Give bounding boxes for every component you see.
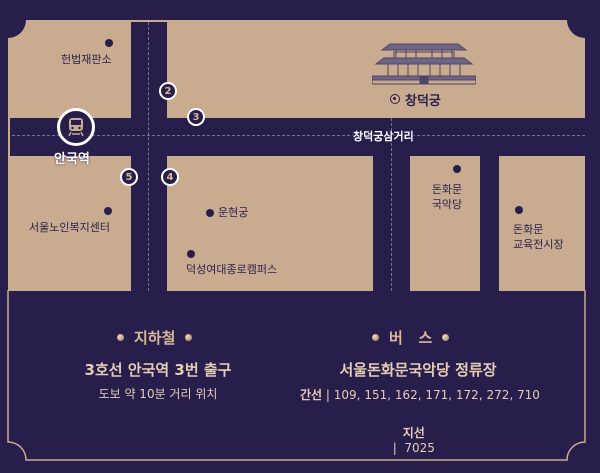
- palace-label: 창덕궁: [405, 94, 441, 109]
- train-icon: [68, 118, 84, 137]
- exit-2-badge[interactable]: 2: [159, 82, 177, 100]
- bus-trunk-routes: 간선 | 109, 151, 162, 171, 172, 272, 710: [300, 386, 540, 403]
- subway-note: 도보 약 10분 거리 위치: [98, 387, 218, 401]
- junction-label: 창덕궁삼거리: [353, 130, 414, 143]
- landmark-line: 교육전시장: [513, 238, 564, 252]
- landmark-donhwamun-exhibition: 돈화문 교육전시장: [513, 222, 564, 253]
- landmark-line: 돈화문: [431, 183, 463, 196]
- palace-icon: [371, 40, 477, 88]
- exit-3-badge[interactable]: 3: [187, 108, 205, 126]
- landmark-dot: [187, 250, 195, 258]
- trunk-routes: | 109, 151, 162, 171, 172, 272, 710: [325, 388, 540, 402]
- road-vertical-anguk: [131, 22, 167, 291]
- branch-routes: | 7025: [392, 441, 435, 455]
- bus-stop: 서울돈화문국악당 정류장: [339, 361, 497, 379]
- bus-title: 버 스: [372, 327, 450, 348]
- bullet-icon: [185, 334, 193, 341]
- landmark-duksung-campus: 덕성여대종로캠퍼스: [186, 263, 278, 276]
- landmark-senior-welfare-center: 서울노인복지센터: [29, 221, 110, 234]
- landmark-dot: [206, 209, 214, 217]
- landmark-dot: [104, 207, 112, 215]
- bullet-icon: [442, 334, 450, 341]
- landmark-line: 돈화문: [513, 223, 544, 236]
- target-icon: [390, 94, 400, 104]
- landmark-line: 국악당: [431, 198, 463, 212]
- road-centerline: [148, 22, 149, 291]
- landmark-dot: [105, 39, 113, 47]
- landmark-dot: [453, 165, 461, 173]
- road-centerline: [391, 118, 392, 291]
- subway-title-text: 지하철: [134, 329, 176, 347]
- bullet-icon: [372, 334, 379, 341]
- subway-line: 3호선 안국역 3번 출구: [84, 361, 232, 379]
- exit-4-badge[interactable]: 4: [161, 168, 179, 186]
- subway-title: 지하철: [117, 327, 193, 348]
- landmark-dot: [515, 206, 523, 214]
- branch-label: 지선: [402, 426, 425, 440]
- landmark-unhyeongung: 운현궁: [218, 206, 249, 219]
- bullet-icon: [117, 334, 124, 341]
- road-centerline: [12, 135, 585, 136]
- landmark-constitutional-court: 헌법재판소: [61, 53, 112, 66]
- station-name: 안국역: [54, 152, 90, 167]
- exit-5-badge[interactable]: 5: [120, 168, 138, 186]
- bus-branch-routes: 지선 | 7025: [360, 410, 460, 455]
- station-marker[interactable]: [57, 108, 95, 146]
- trunk-label: 간선: [300, 388, 323, 402]
- info-frame-border: [7, 290, 586, 461]
- road-vertical-side: [480, 118, 499, 291]
- bus-title-text: 버 스: [389, 329, 433, 347]
- landmark-donhwamun-gugakdang: 돈화문 국악당: [427, 182, 467, 213]
